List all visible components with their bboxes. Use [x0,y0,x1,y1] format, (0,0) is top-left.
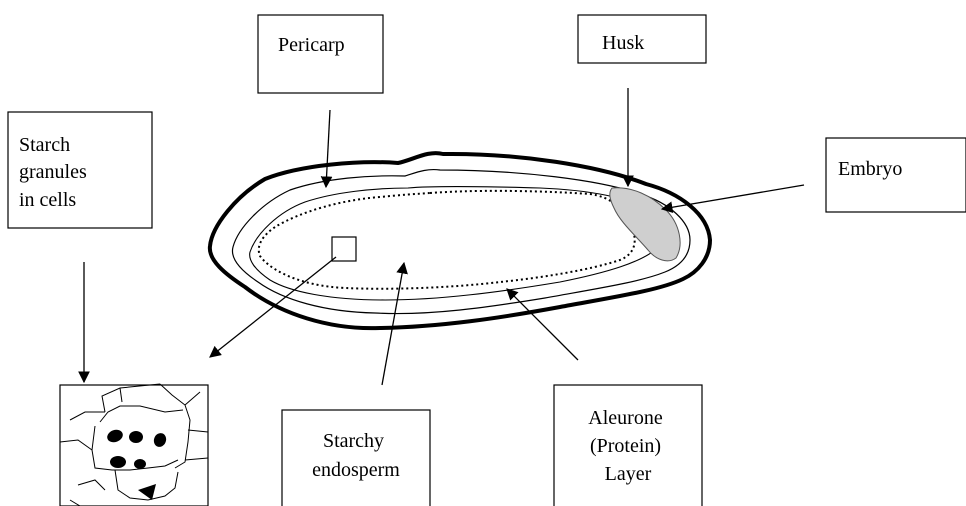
embryo-region [610,188,680,261]
embryo-label: Embryo [838,158,902,180]
starchy-endosperm-label-box [282,410,430,506]
endosperm-arrow [382,263,404,385]
husk-outline [210,153,710,328]
pericarp-label: Pericarp [278,34,345,56]
sample-to-inset-arrow [210,257,336,357]
embryo-arrow [662,185,804,209]
starch-cells-inset [60,384,208,506]
husk-label: Husk [602,32,644,54]
aleurone-arrow [507,289,578,360]
pericarp-arrow [326,110,330,187]
aleurone-outline [250,187,661,301]
